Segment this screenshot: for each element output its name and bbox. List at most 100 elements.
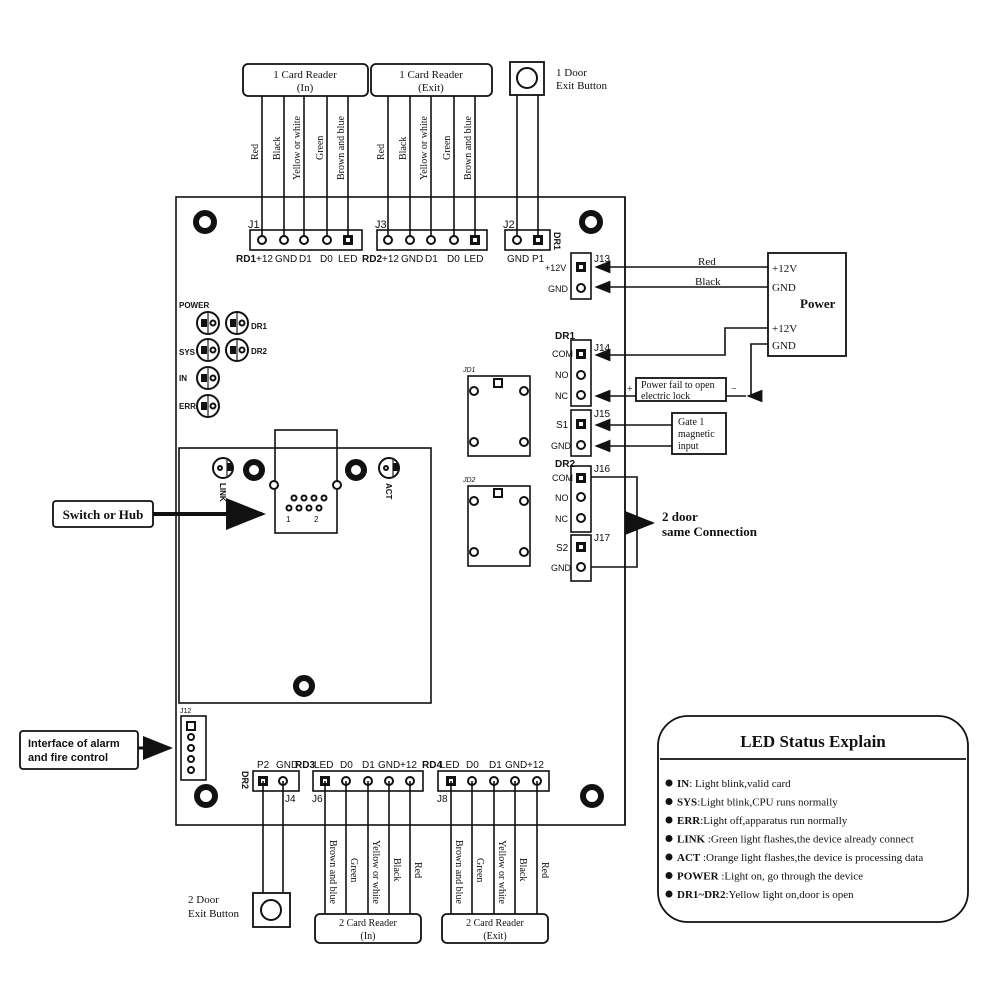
led-status-panel: LED Status Explain bbox=[657, 715, 969, 923]
wire-label: Green bbox=[315, 136, 326, 160]
svg-text:+12: +12 bbox=[527, 760, 544, 771]
led-in-label: IN bbox=[179, 374, 187, 383]
network-module: 1 2 LINK ACT bbox=[178, 429, 432, 704]
svg-text:GND: GND bbox=[507, 254, 529, 265]
wire-label: Black bbox=[391, 858, 402, 881]
switch-hub-box: Switch or Hub bbox=[52, 500, 154, 528]
wire-label: Yellow or white bbox=[419, 115, 430, 180]
svg-text:D1: D1 bbox=[489, 760, 502, 771]
wire-label: Black bbox=[272, 137, 283, 160]
bullet-icon bbox=[665, 779, 673, 787]
svg-text:DR2: DR2 bbox=[240, 771, 250, 789]
connector-j14: J14 COM NO NC bbox=[552, 339, 611, 407]
led-dr1-label: DR1 bbox=[251, 322, 268, 331]
exit-button-label: 1 Door bbox=[556, 67, 587, 79]
led-status-text: :Green light flashes,the device already … bbox=[705, 834, 914, 846]
svg-text:GND: GND bbox=[275, 254, 297, 265]
bullet-icon bbox=[665, 890, 673, 898]
alarm-interface-box: Interface of alarm and fire control bbox=[19, 730, 139, 770]
dr2-label: DR2 bbox=[555, 459, 575, 470]
svg-text:J2: J2 bbox=[503, 219, 515, 231]
wire-label: Green bbox=[442, 136, 453, 160]
led-status-item: ACT :Orange light flashes,the device is … bbox=[677, 852, 923, 864]
svg-text:GND: GND bbox=[401, 254, 423, 265]
svg-text:D0: D0 bbox=[447, 254, 460, 265]
card-reader-1-exit: 1 Card Reader (Exit) bbox=[370, 63, 493, 97]
svg-text:Power: Power bbox=[800, 296, 836, 311]
svg-text:2 Card Reader: 2 Card Reader bbox=[339, 918, 397, 929]
wire-label: Yellow or white bbox=[496, 840, 507, 905]
svg-text:J6: J6 bbox=[312, 794, 323, 805]
wire-label: Red bbox=[376, 144, 387, 160]
led-status-text: :Yellow light on,door is open bbox=[726, 889, 855, 901]
svg-text:Power fail to open: Power fail to open bbox=[641, 380, 715, 391]
svg-text:J16: J16 bbox=[594, 464, 611, 475]
led-status-title: LED Status Explain bbox=[740, 732, 886, 751]
wire-label: Green bbox=[348, 858, 359, 882]
led-link-label: LINK bbox=[218, 483, 227, 502]
svg-text:1: 1 bbox=[286, 515, 291, 524]
svg-text:2: 2 bbox=[314, 515, 319, 524]
led-status-text: :Light on, go through the device bbox=[719, 871, 864, 883]
svg-text:and fire control: and fire control bbox=[28, 752, 108, 764]
rj45-port bbox=[274, 429, 338, 534]
wire-label: Red bbox=[412, 862, 423, 878]
connector-j16: J16 COM NO NC bbox=[552, 464, 611, 533]
svg-text:D1: D1 bbox=[299, 254, 312, 265]
svg-text:NC: NC bbox=[555, 514, 568, 524]
svg-text:(Exit): (Exit) bbox=[483, 931, 506, 942]
svg-text:GND: GND bbox=[548, 284, 569, 294]
svg-text:RD1: RD1 bbox=[236, 254, 256, 265]
card-reader-2-in: 2 Card Reader (In) bbox=[314, 913, 422, 944]
svg-text:J15: J15 bbox=[594, 409, 611, 420]
power-fail-box: Power fail to open electric lock + − bbox=[627, 377, 737, 402]
connector-j17: J17 S2 GND bbox=[551, 533, 611, 582]
led-status-key: POWER bbox=[677, 871, 720, 883]
svg-text:LED: LED bbox=[464, 254, 483, 265]
led-status-text: :Orange light flashes,the device is proc… bbox=[700, 852, 923, 864]
led-status-text: : Light blink,valid card bbox=[689, 778, 791, 790]
svg-text:S1: S1 bbox=[556, 420, 569, 431]
led-status-key: LINK bbox=[677, 834, 706, 846]
relay-jd2: JD2 bbox=[462, 477, 531, 567]
svg-text:D0: D0 bbox=[466, 760, 479, 771]
svg-text:input: input bbox=[678, 441, 699, 452]
svg-text:Switch or Hub: Switch or Hub bbox=[63, 507, 144, 522]
led-act-label: ACT bbox=[384, 483, 393, 500]
svg-text:LED: LED bbox=[314, 760, 333, 771]
svg-text:J8: J8 bbox=[437, 794, 448, 805]
led-err-label: ERR bbox=[179, 402, 196, 411]
svg-text:J1: J1 bbox=[248, 219, 260, 231]
wire-black-label: Black bbox=[695, 276, 721, 288]
led-status-item: POWER :Light on, go through the device bbox=[677, 871, 863, 883]
svg-text:−: − bbox=[731, 384, 737, 395]
reader-title: 1 Card Reader bbox=[273, 69, 337, 81]
svg-text:GND: GND bbox=[505, 760, 527, 771]
reader-subtitle: (In) bbox=[297, 82, 314, 94]
wire-label: Red bbox=[539, 862, 550, 878]
svg-text:J14: J14 bbox=[594, 343, 611, 354]
svg-text:J3: J3 bbox=[375, 219, 387, 231]
svg-text:electric lock: electric lock bbox=[641, 391, 690, 402]
svg-text:D0: D0 bbox=[340, 760, 353, 771]
svg-text:+12V: +12V bbox=[545, 263, 566, 273]
led-status-item: IN: Light blink,valid card bbox=[677, 778, 791, 790]
wire-label: Brown and blue bbox=[463, 116, 474, 180]
relay-jd1: JD1 bbox=[462, 367, 531, 457]
wire-label: Yellow or white bbox=[292, 115, 303, 180]
card-reader-2-exit: 2 Card Reader (Exit) bbox=[441, 913, 549, 944]
svg-text:+: + bbox=[627, 384, 633, 395]
svg-text:P1: P1 bbox=[532, 254, 545, 265]
exit-button-1: 1 Door Exit Button bbox=[509, 61, 608, 96]
svg-text:JD1: JD1 bbox=[462, 367, 476, 374]
svg-text:2 Door: 2 Door bbox=[188, 894, 219, 906]
connector-j2: J2 DR1 GND P1 bbox=[503, 219, 562, 265]
led-status-key: SYS bbox=[677, 797, 697, 809]
card-reader-1-in: 1 Card Reader (In) bbox=[242, 63, 369, 97]
svg-text:RD2: RD2 bbox=[362, 254, 382, 265]
wire-red-label: Red bbox=[698, 256, 716, 268]
reader-title: 1 Card Reader bbox=[399, 69, 463, 81]
power-supply: +12V GND Power +12V GND bbox=[767, 252, 847, 357]
svg-text:Exit Button: Exit Button bbox=[188, 908, 240, 920]
